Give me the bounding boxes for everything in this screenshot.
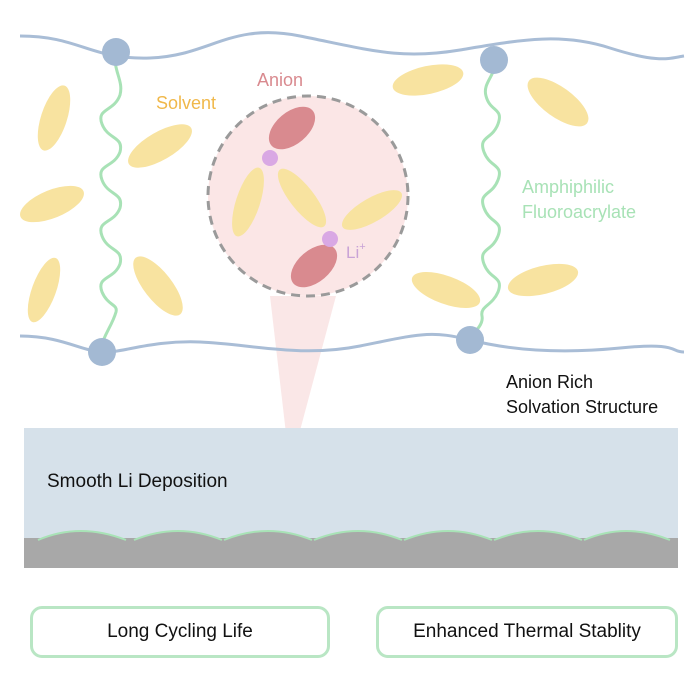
benefit-long-cycling-life: Long Cycling Life [30, 606, 330, 658]
zoom-cone [270, 296, 336, 468]
side-chain-right [464, 59, 501, 342]
lithium-metal-substrate [24, 538, 678, 568]
solvation-label-line2: Solvation Structure [506, 397, 658, 417]
anion-label: Anion [257, 70, 303, 90]
backbone-node [480, 46, 508, 74]
free-solvent-molecules [20, 64, 589, 323]
solvent-label: Solvent [156, 93, 216, 113]
deposition-label: Smooth Li Deposition [47, 471, 228, 492]
solvent-molecule [20, 185, 84, 223]
cluster-solvent-molecule [277, 168, 327, 228]
electrolyte-layer [24, 428, 678, 540]
solvent-molecule [507, 263, 579, 297]
li-ion [262, 150, 278, 166]
side-chain-left [98, 51, 123, 351]
solvation-label-line1: Anion Rich [506, 372, 593, 392]
solvent-molecule [392, 64, 464, 96]
solvation-cluster [206, 94, 410, 298]
li-ion [322, 231, 338, 247]
backbone-node [88, 338, 116, 366]
solvent-molecule [411, 271, 481, 309]
polymer-label-line1: Amphiphilic [522, 177, 614, 197]
cluster-solvent-molecule [232, 167, 264, 237]
cluster-solvent-molecule [341, 190, 403, 230]
solvent-molecule [527, 77, 589, 127]
li-ion-label: Li+ [346, 241, 366, 262]
solvent-molecule [27, 257, 61, 323]
solvent-molecule [128, 124, 192, 168]
solvent-molecule [133, 256, 183, 316]
anion-molecule [268, 106, 316, 150]
anion-molecule [290, 244, 338, 288]
polymer-label-line2: Fluoroacrylate [522, 202, 636, 222]
backbone-node [456, 326, 484, 354]
solvent-molecule [37, 85, 71, 151]
benefit-thermal-stability: Enhanced Thermal Stablity [376, 606, 678, 658]
sei-bumps [37, 530, 671, 541]
backbone-node [102, 38, 130, 66]
polymer-backbone-bottom [19, 332, 685, 354]
